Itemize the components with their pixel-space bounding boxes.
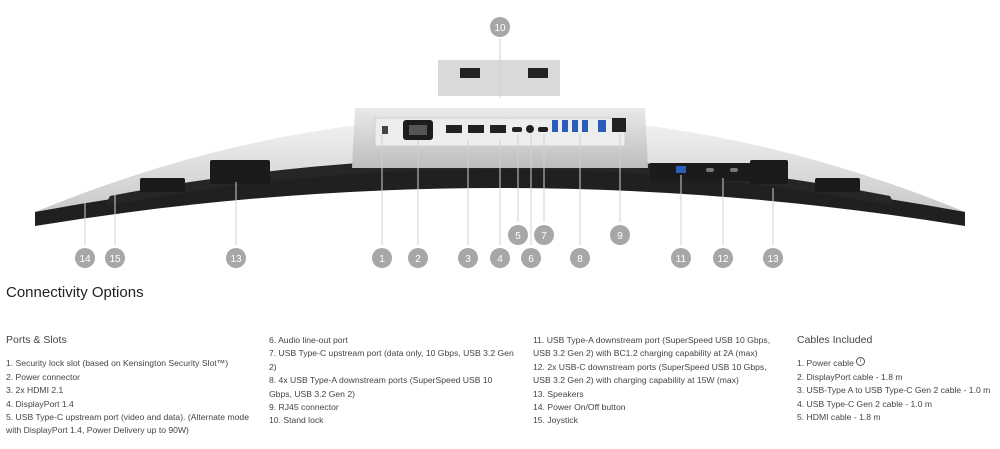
side-port-panel	[650, 163, 760, 181]
cable-item: 3. USB-Type A to USB Type-C Gen 2 cable …	[797, 385, 991, 396]
callout-7: 7	[534, 225, 554, 245]
callout-15: 15	[105, 248, 125, 268]
svg-text:5: 5	[515, 231, 521, 242]
callout-8: 8	[570, 248, 590, 268]
port-item: 5. USB Type-C upstream port (video and d…	[6, 412, 249, 436]
svg-text:3: 3	[465, 254, 471, 265]
port-item: 6. Audio line-out port	[269, 335, 348, 345]
callout-3: 3	[458, 248, 478, 268]
section-title: Connectivity Options	[6, 284, 144, 301]
svg-text:10: 10	[494, 23, 506, 34]
svg-text:7: 7	[541, 231, 547, 242]
port-item: 14. Power On/Off button	[533, 402, 626, 413]
monitor-rear-diagram: 1 2 3 4 5 6 7 8 9 10 11 12 13 13 14 15	[35, 17, 965, 268]
callout-11: 11	[671, 248, 691, 268]
port-item: 10. Stand lock	[269, 415, 324, 426]
callout-13-right: 13	[763, 248, 783, 268]
svg-text:14: 14	[79, 254, 91, 265]
ports-column-1: Ports & Slots 1. Security lock slot (bas…	[6, 334, 254, 438]
ports-heading: Ports & Slots	[6, 334, 67, 346]
svg-text:11: 11	[676, 254, 687, 265]
svg-text:12: 12	[717, 254, 729, 265]
cable-item: 2. DisplayPort cable - 1.8 m	[797, 371, 903, 382]
svg-text:15: 15	[109, 254, 121, 265]
svg-text:13: 13	[230, 254, 242, 265]
info-icon[interactable]: i	[855, 357, 865, 367]
port-item: 15. Joystick	[533, 415, 578, 426]
callout-5: 5	[508, 225, 528, 245]
svg-text:2: 2	[415, 254, 421, 265]
callout-13-left: 13	[226, 248, 246, 268]
callout-2: 2	[408, 248, 428, 268]
port-item: 1. Security lock slot (based on Kensingt…	[6, 358, 229, 369]
svg-text:1: 1	[379, 254, 385, 265]
port-item: 12. 2x USB-C downstream ports (SuperSpee…	[533, 361, 767, 386]
svg-text:6: 6	[528, 254, 534, 265]
callout-14: 14	[75, 248, 95, 268]
port-item: 4. DisplayPort 1.4	[6, 398, 74, 409]
callout-1: 1	[372, 248, 392, 268]
cable-item: 4. USB Type-C Gen 2 cable - 1.0 m	[797, 398, 933, 409]
svg-text:13: 13	[767, 254, 779, 265]
svg-text:9: 9	[617, 231, 623, 242]
callout-10: 10	[490, 17, 510, 37]
cable-item: 5. HDMI cable - 1.8 m	[797, 412, 881, 423]
ports-column-2: 6. Audio line-out port 7. USB Type-C ups…	[269, 334, 515, 428]
svg-text:4: 4	[497, 254, 503, 265]
callout-12: 12	[713, 248, 733, 268]
speaker-grille-left	[140, 160, 270, 192]
port-item: 8. 4x USB Type-A downstream ports (Super…	[269, 375, 493, 399]
port-item: 13. Speakers	[533, 388, 584, 399]
callout-9: 9	[610, 225, 630, 245]
cables-heading: Cables Included	[797, 334, 873, 346]
callout-4: 4	[490, 248, 510, 268]
callout-6: 6	[521, 248, 541, 268]
ports-column-3: 11. USB Type-A downstream port (SuperSpe…	[533, 334, 777, 428]
port-item: 2. Power connector	[6, 371, 81, 382]
port-item: 3. 2x HDMI 2.1	[6, 385, 64, 396]
port-item: 9. RJ45 connector	[269, 402, 339, 413]
svg-text:8: 8	[577, 254, 583, 265]
port-item: 7. USB Type-C upstream port (data only, …	[269, 348, 514, 372]
port-item: 11. USB Type-A downstream port (SuperSpe…	[533, 335, 771, 359]
